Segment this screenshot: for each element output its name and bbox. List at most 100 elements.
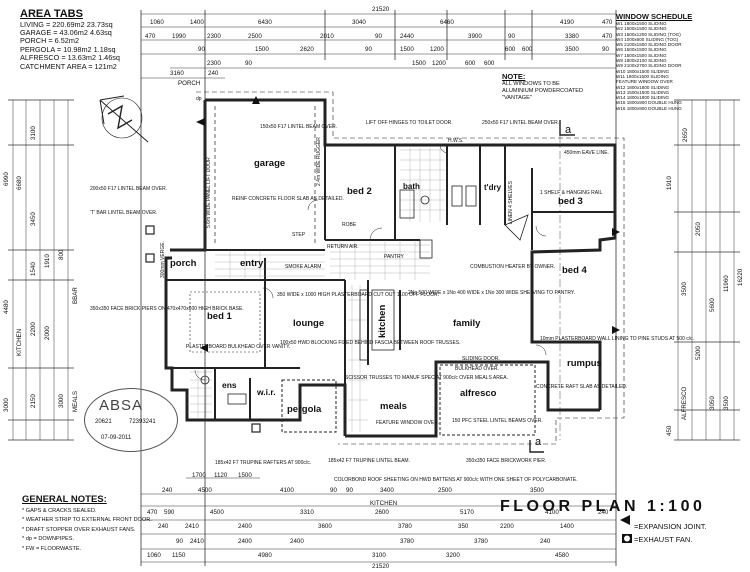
top-dim: 3040	[352, 19, 366, 26]
top-dim: 1500	[255, 46, 269, 53]
ej-markers	[196, 96, 620, 352]
bottom-dim: 240	[158, 523, 169, 530]
bottom-dim: 3600	[318, 523, 332, 530]
bottom-dim: 240	[598, 509, 609, 516]
porch-dim-label: PORCH	[178, 80, 201, 87]
general-note: * GAPS & CRACKS SEALED.	[22, 508, 97, 514]
window-line: W10 1800x1500 SLIDING	[616, 68, 670, 74]
bottom-dim: 4580	[555, 552, 569, 559]
annotation: SMOKE ALARM	[285, 264, 322, 270]
bottom-dim: 240	[540, 538, 551, 545]
bottom-dim: 3400	[380, 487, 394, 494]
note-line: ALL WINDOWS TO BE	[502, 81, 560, 87]
general-note: * WEATHER STRIP TO EXTERNAL FRONT DOOR.	[22, 517, 152, 524]
top-dim: 90	[198, 46, 205, 53]
absa-date: 07-09-2011	[101, 435, 132, 441]
annotation: PLASTERBOARD BULKHEAD OVER VANITY.	[186, 344, 291, 350]
general-notes-title: GENERAL NOTES:	[22, 494, 107, 505]
dimension-lines	[8, 10, 740, 566]
annotation: 350x350 FACE BRICK PIERS ON 470x470x600 …	[90, 306, 244, 312]
left-dim: 2150	[30, 394, 37, 408]
bottom-dim: 1500	[238, 472, 252, 479]
top-dim: 1060	[150, 19, 164, 26]
top-dim: 3380	[565, 33, 579, 40]
absa-logo: ABSA	[99, 397, 144, 414]
bottom-dim: 3500	[530, 487, 544, 494]
top-dim: 2620	[300, 46, 314, 53]
annotation: 200x50 F17 LINTEL BEAM OVER.	[90, 186, 168, 192]
top-dim: 2010	[320, 33, 334, 40]
annotation: dp	[196, 96, 202, 102]
left-dim: 1910	[44, 254, 51, 268]
left-dim: 4480	[3, 300, 10, 314]
annotation: SCISSOR TRUSSES TO MANUF SPEC AT 900c/c …	[345, 375, 508, 381]
left-dim-label: MEALS	[72, 391, 79, 412]
top-dim: 90	[375, 33, 382, 40]
right-dim-label: ALFRESCO	[681, 386, 688, 420]
room-lounge: lounge	[293, 318, 325, 329]
bottom-dim: 2200	[500, 523, 514, 530]
annotation: COMBUSTION HEATER BY OWNER.	[470, 264, 556, 270]
window-schedule: WINDOW SCHEDULE W1 1800x1500 SLIDING W2 …	[616, 12, 692, 111]
bottom-dim: 240	[162, 487, 173, 494]
bottom-dim: 2600	[375, 509, 389, 516]
room-alfresco: alfresco	[460, 388, 497, 399]
annotation: 185x42 F7 TRUPINE RAFTERS AT 900c/c.	[215, 460, 312, 466]
bottom-dim: 1120	[214, 472, 228, 479]
room-pergola: pergola	[287, 404, 322, 415]
general-note: * dp = DOWNPIPES.	[22, 536, 75, 543]
porch-dim: 240	[208, 70, 219, 77]
bottom-dim: 1400	[560, 523, 574, 530]
note-line: "VANTAGE"	[502, 94, 532, 101]
left-dim: 6990	[3, 172, 10, 186]
annotation: RETURN AIR.	[327, 244, 359, 250]
bottom-dim: 4100	[545, 509, 559, 516]
general-note: * DRAFT STOPPER OVER EXHAUST FANS.	[22, 526, 136, 533]
annotation: FEATURE WINDOW OVER.	[376, 420, 440, 426]
bottom-dim: 5170	[460, 509, 474, 516]
left-dim: 3450	[30, 212, 37, 226]
absa-account: 72393241	[129, 419, 156, 425]
top-dim: 470	[145, 33, 156, 40]
bottom-dim: 1060	[147, 552, 161, 559]
top-dim: 4190	[560, 19, 574, 26]
annotation: CONCRETE RAFT SLAB AS DETAILED.	[536, 384, 628, 390]
bottom-dim: 2400	[290, 538, 304, 545]
top-dim: 600	[505, 46, 516, 53]
bottom-dim: 3310	[300, 509, 314, 516]
window-line: W2 1500x1500 SLIDING	[616, 26, 667, 32]
bottom-dim: 470	[147, 509, 158, 516]
annotation: 350 WIDE x 1000 HIGH PLASTERBOARD CUT OU…	[277, 292, 439, 298]
bottom-dim: 2410	[190, 538, 204, 545]
left-dim: 3100	[30, 126, 37, 140]
top-dim: 1500	[400, 46, 414, 53]
annotation: LINEN 4 SHELVES	[508, 181, 514, 224]
legend-exhaust-fan: =EXHAUST FAN.	[634, 535, 693, 544]
bottom-dim: 2500	[438, 487, 452, 494]
window-line: W5 2100x1500 SLIDING DOOR	[616, 42, 682, 48]
left-dim: 2200	[30, 322, 37, 336]
bottom-dim: 590	[164, 509, 175, 516]
room-bath: bath	[403, 182, 420, 191]
left-dim: 2000	[44, 326, 51, 340]
bottom-dim: 350	[458, 523, 469, 530]
left-dim: 1540	[30, 262, 37, 276]
legend-expansion-joint: =EXPANSION JOINT.	[634, 522, 707, 531]
bottom-dim: 4500	[210, 509, 224, 516]
room-bed-1: bed 1	[207, 311, 232, 322]
annotation: STEP	[292, 232, 306, 238]
room-garage: garage	[254, 158, 286, 169]
bottom-dim: 3780	[474, 538, 488, 545]
top-dim: 1200	[432, 60, 446, 67]
bottom-dim: 90	[330, 487, 337, 494]
room-laundry: t'dry	[484, 183, 502, 192]
bottom-dim: 4500	[198, 487, 212, 494]
left-dim-label: BBAR	[72, 287, 79, 304]
top-dim: 600	[484, 60, 495, 67]
bottom-dim: 2400	[238, 523, 252, 530]
right-dim: 2650	[682, 128, 689, 142]
room-bed-2: bed 2	[347, 186, 372, 197]
top-dim: 3500	[565, 46, 579, 53]
annotation: 250x50 F17 LINTEL BEAM OVER.	[482, 120, 560, 126]
top-dim: 90	[508, 33, 515, 40]
